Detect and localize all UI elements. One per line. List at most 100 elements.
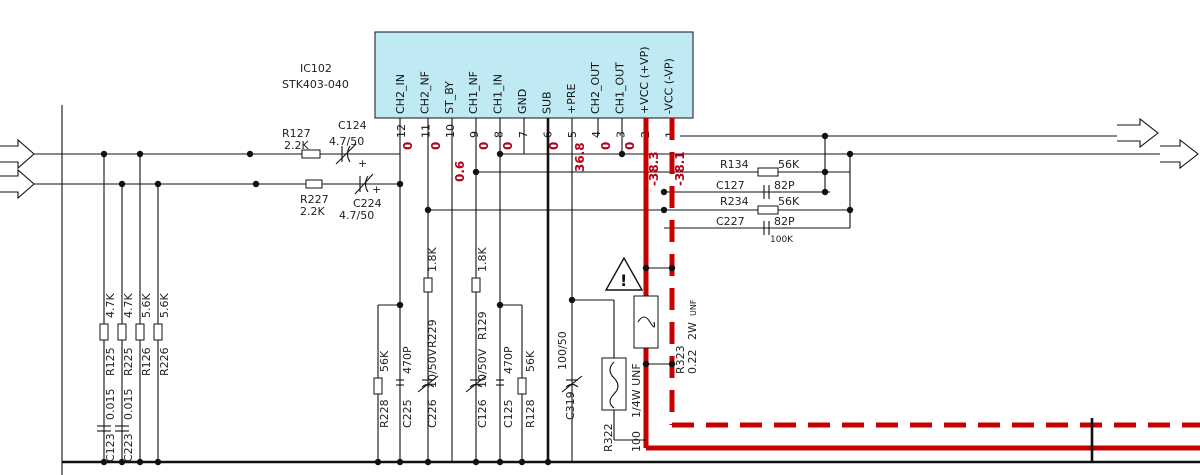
label-r323-note: UNF — [689, 299, 698, 316]
resistor-r322 — [601, 357, 627, 411]
ic-pin-number: 8 — [493, 131, 506, 138]
label-c224-plus: + — [372, 183, 381, 196]
label-c227-ref: C227 — [716, 215, 745, 228]
voltage-vp-negative: -38.1 — [673, 151, 687, 186]
label-r127-value: 2.2K — [284, 139, 309, 152]
label-c223-value: 0.015 — [122, 389, 135, 421]
resistor-r129 — [471, 277, 481, 293]
resistor-r128 — [517, 377, 527, 395]
capacitor-c224 — [354, 173, 374, 195]
resistor-r228 — [373, 377, 383, 395]
ic-pin-name: SUB — [540, 91, 553, 114]
label-r125-value: 4.7K — [104, 293, 117, 318]
label-c226-ref: C226 — [426, 399, 439, 428]
ic-pin-name: +VCC (+VP) — [638, 46, 651, 114]
output-arrow-ch2 — [1160, 138, 1199, 170]
voltage-labels: 0 0 0.6 0 0 0 36.8 0 0 -38.3 -38.1 — [401, 142, 687, 186]
label-r129-ref: R129 — [476, 311, 489, 340]
voltage-pin4: 0 — [599, 142, 613, 150]
voltage-vp-positive: -38.3 — [647, 151, 661, 186]
capacitor-c226 — [417, 375, 439, 393]
input-arrow-ch1 — [0, 138, 35, 170]
voltage-pin5: 36.8 — [573, 142, 587, 172]
ic-pin-number: 3 — [615, 131, 628, 138]
label-c126-value: 10/50V — [476, 348, 489, 388]
capacitor-c227 — [763, 221, 770, 235]
ic-pin-number: 10 — [444, 124, 457, 138]
ic-pin-name: CH1_OUT — [614, 62, 627, 114]
ic-pin-name: CH2_NF — [418, 71, 431, 114]
label-c124-value: 4.7/50 — [329, 135, 364, 148]
capacitor-c127 — [763, 185, 770, 199]
label-c225-value: 470P — [401, 346, 414, 374]
capacitor-c225 — [396, 379, 404, 386]
label-r322-ref: R322 — [602, 423, 615, 452]
ic-pin-name: GND — [516, 89, 529, 114]
label-100k-cut: 100K — [770, 235, 794, 245]
label-r229-value: 1.8K — [426, 247, 439, 272]
output-arrow-ch1 — [1117, 117, 1159, 149]
voltage-pin10: 0.6 — [453, 161, 467, 182]
capacitor-c223 — [115, 425, 129, 432]
label-c227-value: 82P — [774, 215, 795, 228]
label-r229-ref: R229 — [426, 319, 439, 348]
ic-pin-name: CH1_NF — [467, 71, 480, 114]
ic-pin-number: 4 — [590, 131, 603, 138]
resistor-r323 — [633, 295, 659, 349]
label-c124-plus: + — [358, 157, 367, 170]
label-r134-value: 56K — [778, 158, 800, 171]
label-c319-value: 100/50 — [556, 331, 569, 370]
label-r323-rating: 2W — [686, 322, 699, 340]
label-r225-ref: R225 — [122, 347, 135, 376]
label-r226-ref: R226 — [158, 347, 171, 376]
capacitor-c126 — [465, 375, 487, 393]
voltage-pin6: 0 — [547, 142, 561, 150]
ic-pin-name: CH2_OUT — [589, 62, 602, 114]
label-c125-ref: C125 — [502, 399, 515, 428]
resistor-r229 — [423, 277, 433, 293]
voltage-pin11: 0 — [429, 142, 443, 150]
label-r127-ref: R127 — [282, 127, 311, 140]
label-r234-value: 56K — [778, 195, 800, 208]
label-r323-ref: R323 — [674, 345, 687, 374]
label-c224-value: 4.7/50 — [339, 209, 374, 222]
label-c127-value: 82P — [774, 179, 795, 192]
capacitor-c319 — [561, 375, 583, 393]
input-arrow-ch2 — [0, 168, 35, 200]
warning-icon-glyph: ! — [620, 271, 627, 290]
resistor-r227 — [305, 179, 323, 189]
label-c125-value: 470P — [502, 346, 515, 374]
label-r322-rating: 1/4W UNF — [630, 363, 643, 418]
label-c225-ref: C225 — [401, 399, 414, 428]
label-c126-ref: C126 — [476, 399, 489, 428]
label-r225-value: 4.7K — [122, 293, 135, 318]
resistor-r225 — [117, 323, 127, 341]
ic-part: STK403-040 — [282, 78, 349, 91]
ic-pin-number: 11 — [419, 124, 432, 138]
label-r227-ref: R227 — [300, 193, 329, 206]
label-c127-ref: C127 — [716, 179, 745, 192]
resistor-r126 — [135, 323, 145, 341]
label-r129-value: 1.8K — [476, 247, 489, 272]
label-r322-value: 100 — [630, 431, 643, 452]
resistor-r226 — [153, 323, 163, 341]
label-r234-ref: R234 — [720, 195, 749, 208]
ic-pin-name: +PRE — [565, 84, 578, 114]
label-c123-ref: C123 — [104, 433, 117, 462]
ic-pin-name: CH1_IN — [492, 74, 505, 114]
label-c226-value: 10/50V — [426, 348, 439, 388]
label-r226-value: 5.6K — [158, 293, 171, 318]
ic-pin-names: CH2_IN12CH2_NF11ST_BY10CH1_NF9CH1_IN8GND… — [394, 46, 676, 138]
voltage-pin3: 0 — [623, 142, 637, 150]
resistor-r127 — [301, 149, 321, 159]
label-r228-ref: R228 — [378, 399, 391, 428]
label-r134-ref: R134 — [720, 158, 749, 171]
voltage-pin9: 0 — [477, 142, 491, 150]
label-r126-value: 5.6K — [140, 293, 153, 318]
label-r128-value: 56K — [524, 350, 537, 372]
label-r323-value: 0.22 — [686, 350, 699, 375]
label-r128-ref: R128 — [524, 399, 537, 428]
ic-pin-number: 9 — [468, 131, 481, 138]
junction-dots — [100, 132, 854, 466]
